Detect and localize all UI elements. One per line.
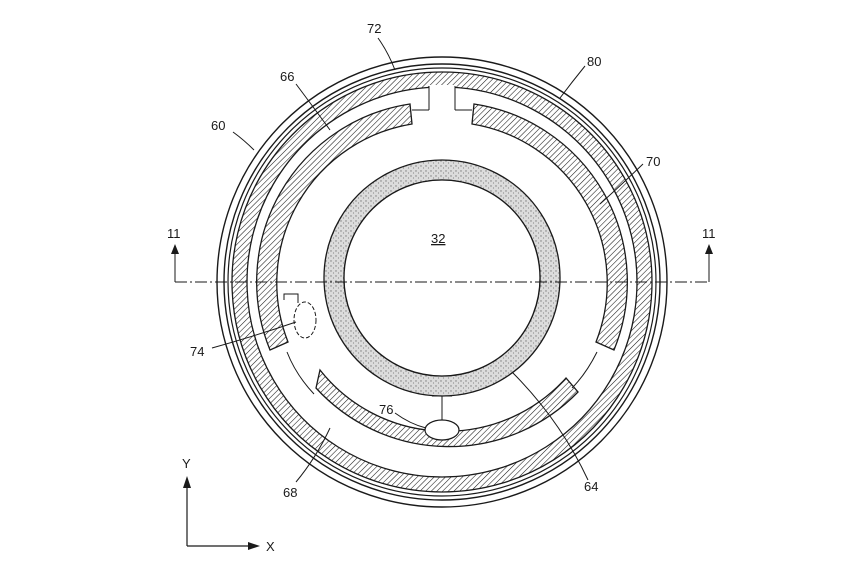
- pupil-region-32: [343, 179, 541, 377]
- trace-left: [286, 351, 315, 395]
- label-section-left: 11: [167, 226, 181, 241]
- antenna-stub: [429, 85, 455, 111]
- arc-segment-68: [315, 368, 579, 448]
- x-axis-arrow-icon: [248, 542, 260, 550]
- label-74: 74: [190, 344, 204, 359]
- label-72: 72: [367, 21, 381, 36]
- label-68: 68: [283, 485, 297, 500]
- axis-label-y: Y: [182, 456, 191, 471]
- y-axis-arrow-icon: [183, 476, 191, 488]
- axis-label-x: X: [266, 539, 275, 554]
- label-70: 70: [646, 154, 660, 169]
- segmented-ring: [256, 103, 628, 448]
- label-64: 64: [584, 479, 598, 494]
- section-arrow-right-icon: [705, 244, 713, 254]
- component-76: [424, 419, 460, 441]
- section-arrow-left-icon: [171, 244, 179, 254]
- label-66: 66: [280, 69, 294, 84]
- arc-segment-70: [471, 103, 628, 351]
- label-60: 60: [211, 118, 225, 133]
- trace-right: [571, 351, 598, 389]
- label-32: 32: [431, 231, 445, 246]
- label-76: 76: [379, 402, 393, 417]
- component-74: [293, 301, 317, 339]
- label-80: 80: [587, 54, 601, 69]
- label-section-right: 11: [702, 226, 716, 241]
- arc-segment-66: [256, 103, 413, 351]
- antenna-ring-72: [231, 71, 653, 493]
